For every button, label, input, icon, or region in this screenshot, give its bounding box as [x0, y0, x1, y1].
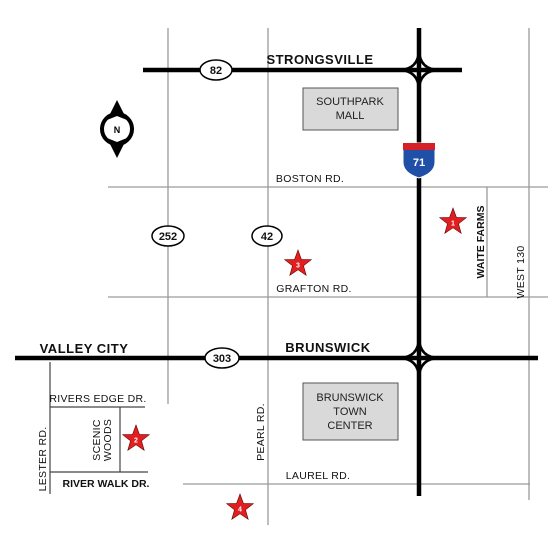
shield-252: 252: [151, 225, 185, 247]
star-marker-2: 2: [121, 424, 151, 452]
shield-42-label: 42: [261, 231, 273, 243]
pearl-road-label: PEARL RD.: [255, 403, 267, 461]
strongsville-label: STRONGSVILLE: [266, 52, 373, 67]
shield-82: 82: [199, 59, 233, 81]
brunswick-label: BRUNSWICK: [285, 340, 370, 355]
highways: [15, 28, 538, 496]
laurel-road-label: LAUREL RD.: [286, 470, 350, 482]
grafton-road-label: GRAFTON RD.: [276, 283, 351, 295]
shield-42: 42: [251, 225, 283, 247]
star-marker-1: 1: [438, 207, 468, 235]
north-arrow-icon: [107, 100, 127, 120]
star-markers: 1 2 3 4: [121, 207, 468, 521]
interchange-303-71: [397, 336, 441, 380]
southpark-label-2: MALL: [336, 110, 365, 122]
compass-label: N: [114, 125, 121, 135]
shield-82-label: 82: [210, 65, 222, 77]
interstate-71-shield: 71: [402, 142, 436, 179]
brunswick-tc-label-1: BRUNSWICK: [316, 392, 384, 404]
compass: N: [100, 100, 134, 158]
star-2-number: 2: [134, 438, 138, 445]
shield-252-label: 252: [159, 231, 177, 243]
brunswick-tc-label-3: CENTER: [327, 420, 372, 432]
waite-farms-label: WAITE FARMS: [475, 206, 487, 279]
brunswick-tc-label-2: TOWN: [333, 406, 366, 418]
valley-city-label: VALLEY CITY: [40, 341, 129, 356]
woods-label: WOODS: [102, 419, 114, 461]
shield-303: 303: [204, 347, 240, 369]
star-1-number: 1: [451, 221, 455, 228]
star-marker-3: 3: [283, 249, 313, 277]
rivers-edge-label: RIVERS EDGE DR.: [49, 393, 146, 405]
west-130-label: WEST 130: [515, 246, 527, 299]
interchange-82-71: [397, 48, 441, 92]
minor-roads: [108, 28, 548, 525]
local-roads: [49, 362, 148, 494]
boston-road-label: BOSTON RD.: [276, 173, 344, 185]
star-4-number: 4: [238, 507, 242, 514]
southpark-label-1: SOUTHPARK: [316, 96, 384, 108]
star-3-number: 3: [296, 263, 300, 270]
star-marker-4: 4: [225, 493, 255, 521]
brunswick-town-center: BRUNSWICK TOWN CENTER: [302, 382, 399, 441]
interchanges: [397, 48, 441, 380]
scenic-label: SCENIC: [91, 419, 103, 461]
southpark-mall: SOUTHPARK MALL: [302, 87, 399, 131]
lester-road-label: LESTER RD.: [37, 427, 49, 492]
shield-303-label: 303: [213, 353, 231, 365]
river-walk-label: RIVER WALK DR.: [63, 478, 150, 490]
interstate-71-label: 71: [413, 157, 425, 169]
